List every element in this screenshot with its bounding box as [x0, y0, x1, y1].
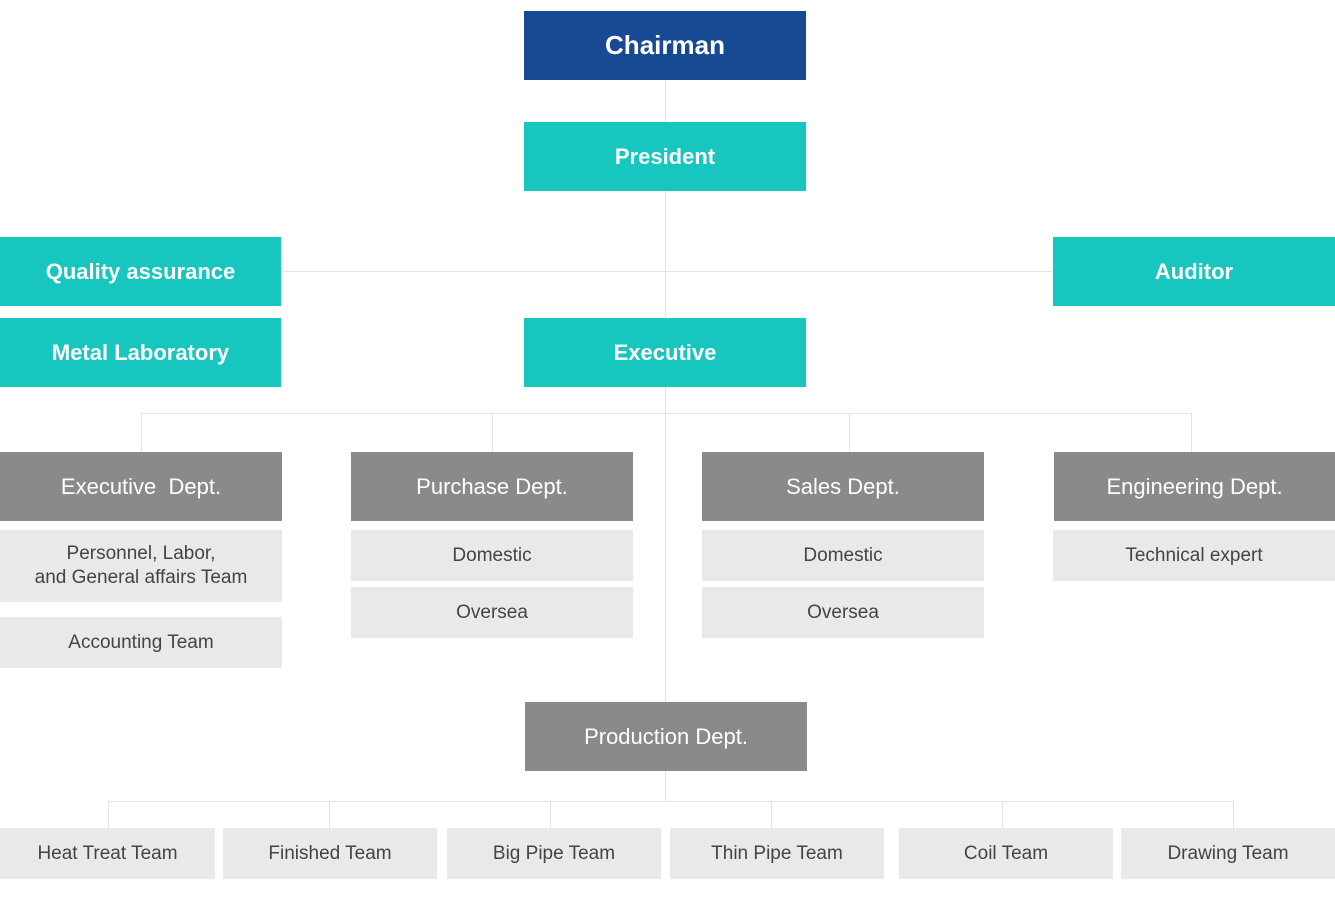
- executive-dept-node: Executive Dept.: [0, 452, 282, 521]
- big-pipe-team-label: Big Pipe Team: [492, 842, 616, 864]
- drawing-team-node: Drawing Team: [1121, 828, 1335, 879]
- sales-dept-node: Sales Dept.: [702, 452, 984, 521]
- staff-connector-line: [281, 271, 1054, 272]
- big-pipe-drop-line: [550, 801, 551, 828]
- chairman-node: Chairman: [524, 11, 806, 80]
- chairman-label: Chairman: [605, 30, 725, 60]
- finished-drop-line: [329, 801, 330, 828]
- purchase-dept-drop-line: [492, 413, 493, 452]
- executive-dept-drop-line: [141, 413, 142, 452]
- heat-treat-team-label: Heat Treat Team: [37, 842, 178, 864]
- sales-oversea-node: Oversea: [702, 587, 984, 638]
- engineering-dept-label: Engineering Dept.: [1106, 473, 1283, 499]
- sales-dept-label: Sales Dept.: [786, 473, 900, 499]
- sales-domestic-label: Domestic: [803, 544, 883, 566]
- purchase-domestic-node: Domestic: [351, 530, 633, 581]
- production-dept-label: Production Dept.: [584, 723, 748, 749]
- production-dept-node: Production Dept.: [525, 702, 807, 771]
- metal-laboratory-node: Metal Laboratory: [0, 318, 281, 387]
- executive-label: Executive: [613, 339, 717, 365]
- executive-node: Executive: [524, 318, 806, 387]
- sales-domestic-node: Domestic: [702, 530, 984, 581]
- purchase-oversea-label: Oversea: [456, 601, 528, 623]
- main-trunk-line: [665, 79, 666, 802]
- executive-dept-label: Executive Dept.: [60, 473, 222, 499]
- heat-treat-team-node: Heat Treat Team: [0, 828, 215, 879]
- finished-team-node: Finished Team: [223, 828, 437, 879]
- engineering-dept-drop-line: [1191, 413, 1192, 452]
- thin-pipe-team-label: Thin Pipe Team: [711, 842, 843, 864]
- sales-dept-drop-line: [849, 413, 850, 452]
- coil-team-label: Coil Team: [963, 842, 1049, 864]
- metal-laboratory-label: Metal Laboratory: [51, 339, 230, 365]
- personnel-labor-team-label: Personnel, Labor, and General affairs Te…: [34, 543, 248, 588]
- sales-oversea-label: Oversea: [807, 601, 879, 623]
- coil-team-node: Coil Team: [899, 828, 1113, 879]
- technical-expert-label: Technical expert: [1125, 544, 1263, 566]
- departments-connector-line: [141, 413, 1192, 414]
- president-node: President: [524, 122, 806, 191]
- thin-pipe-drop-line: [771, 801, 772, 828]
- quality-assurance-label: Quality assurance: [45, 258, 236, 284]
- purchase-domestic-label: Domestic: [452, 544, 532, 566]
- drawing-team-label: Drawing Team: [1167, 842, 1289, 864]
- purchase-dept-label: Purchase Dept.: [416, 473, 568, 499]
- heat-treat-drop-line: [108, 801, 109, 828]
- drawing-drop-line: [1233, 801, 1234, 828]
- president-label: President: [614, 143, 716, 169]
- production-teams-connector-line: [108, 801, 1234, 802]
- coil-drop-line: [1002, 801, 1003, 828]
- finished-team-label: Finished Team: [268, 842, 392, 864]
- personnel-labor-team-node: Personnel, Labor, and General affairs Te…: [0, 530, 282, 602]
- technical-expert-node: Technical expert: [1053, 530, 1335, 581]
- big-pipe-team-node: Big Pipe Team: [447, 828, 661, 879]
- accounting-team-label: Accounting Team: [68, 631, 214, 653]
- accounting-team-node: Accounting Team: [0, 617, 282, 668]
- quality-assurance-node: Quality assurance: [0, 237, 281, 306]
- auditor-label: Auditor: [1154, 258, 1234, 284]
- purchase-oversea-node: Oversea: [351, 587, 633, 638]
- thin-pipe-team-node: Thin Pipe Team: [670, 828, 884, 879]
- auditor-node: Auditor: [1053, 237, 1335, 306]
- engineering-dept-node: Engineering Dept.: [1054, 452, 1335, 521]
- purchase-dept-node: Purchase Dept.: [351, 452, 633, 521]
